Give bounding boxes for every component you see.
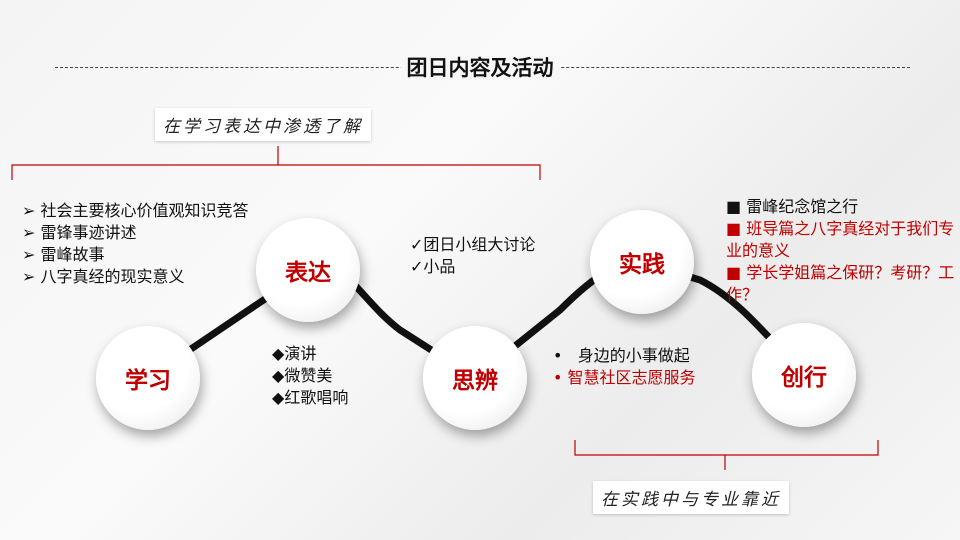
- top-label: 在学习表达中渗透了解: [155, 108, 371, 141]
- top-bracket: [11, 146, 541, 180]
- innovate-list: ■ 雷峰纪念馆之行 ■ 班导篇之八字真经对于我们专业的意义 ■ 学长学姐篇之保研…: [726, 196, 956, 306]
- list-item: ■ 学长学姐篇之保研？考研？工作？: [726, 263, 955, 304]
- list-item: ➢ 八字真经的现实意义: [22, 267, 185, 286]
- bottom-label: 在实践中与专业靠近: [593, 481, 789, 514]
- node-debate: 思辨: [423, 326, 527, 430]
- list-item: ➢ 社会主要核心价值观知识竞答: [22, 201, 249, 220]
- node-innovate: 创行: [752, 323, 856, 427]
- list-item: ◆红歌唱响: [272, 388, 349, 407]
- node-express: 表达: [256, 218, 360, 322]
- learn-list: ➢ 社会主要核心价值观知识竞答 ➢ 雷锋事迹讲述 ➢ 雷峰故事 ➢ 八字真经的现…: [22, 200, 249, 288]
- practice-list: • 身边的小事做起 • 智慧社区志愿服务: [553, 345, 696, 389]
- express-list: ◆演讲 ◆微赞美 ◆红歌唱响: [272, 343, 348, 409]
- list-item: • 身边的小事做起: [553, 346, 690, 365]
- list-item: ✓团日小组大讨论: [410, 235, 536, 254]
- page-title: 团日内容及活动: [0, 52, 960, 82]
- list-item: ◆微赞美: [272, 366, 333, 385]
- debate-list: ✓团日小组大讨论 ✓小品: [410, 234, 535, 278]
- list-item: ◆演讲: [272, 344, 317, 363]
- list-item: ■ 雷峰纪念馆之行: [726, 197, 859, 216]
- list-item: • 智慧社区志愿服务: [553, 368, 696, 387]
- list-item: ✓小品: [410, 257, 456, 276]
- node-practice: 实践: [590, 210, 694, 314]
- node-learn: 学习: [96, 326, 200, 430]
- bottom-bracket: [574, 440, 879, 470]
- list-item: ➢ 雷峰故事: [22, 245, 105, 264]
- list-item: ■ 班导篇之八字真经对于我们专业的意义: [726, 219, 955, 260]
- list-item: ➢ 雷锋事迹讲述: [22, 223, 137, 242]
